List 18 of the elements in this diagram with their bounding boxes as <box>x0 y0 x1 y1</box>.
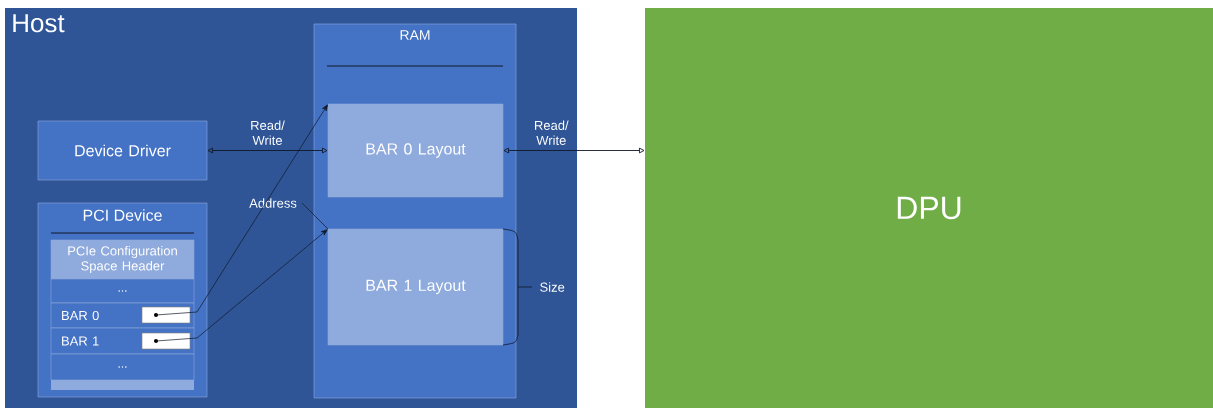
address-label: Address <box>249 198 297 208</box>
memory-region-box: BAR 1 Layout <box>327 228 504 346</box>
arrow <box>503 147 645 154</box>
arrow <box>207 147 328 154</box>
size-label: Size <box>540 282 565 292</box>
arrow <box>155 229 328 342</box>
table-row: ... <box>50 278 195 304</box>
leader-line <box>301 202 329 230</box>
process-box: Device Driver <box>37 120 208 181</box>
edge-label: Read/ Write <box>251 120 285 145</box>
edge-label: Read/ Write <box>535 120 569 145</box>
dpu-box: DPU <box>645 8 1213 408</box>
table-row: ... <box>50 353 195 381</box>
memory-region-box: BAR 0 Layout <box>327 103 504 198</box>
register-field <box>141 332 191 350</box>
table-header-cell: PCIe Configuration Space Header <box>50 239 195 280</box>
arrow <box>155 104 328 316</box>
register-field <box>141 306 191 324</box>
